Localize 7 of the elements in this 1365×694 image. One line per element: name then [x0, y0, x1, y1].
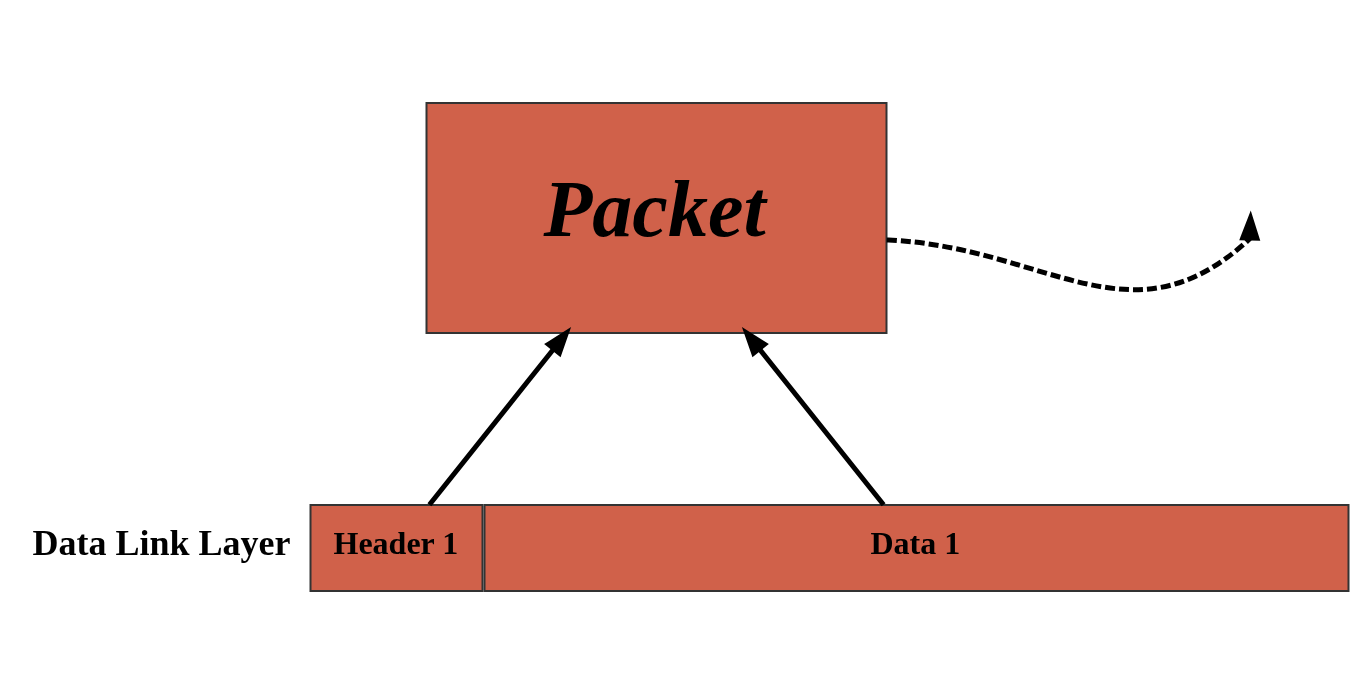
- node-box: Packet: [425, 102, 888, 334]
- arrow: [741, 327, 886, 507]
- node-box: Header 1: [309, 504, 484, 592]
- node-box: Data 1: [483, 504, 1350, 592]
- arrow: [886, 210, 1261, 293]
- arrow: [427, 327, 572, 507]
- label: Data Link Layer: [32, 522, 291, 563]
